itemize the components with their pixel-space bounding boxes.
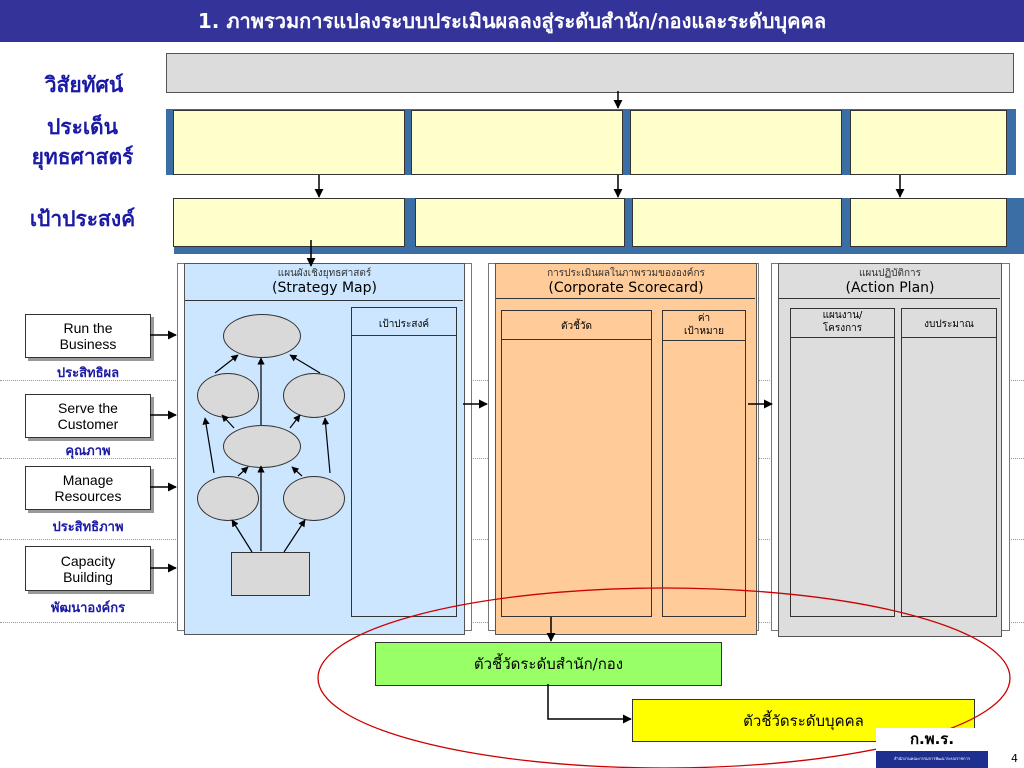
objective-oval	[197, 476, 259, 521]
opdc-logo-subtext: สำนักงานคณะกรรมการพัฒนาระบบราชการ	[893, 756, 970, 761]
perspective-box-serve-customer: Serve the Customer	[25, 394, 151, 438]
scorecard-target-column-header: ค่า เป้าหมาย	[663, 311, 745, 341]
scorecard-target-column: ค่า เป้าหมาย	[662, 310, 746, 617]
perspective-box-run-business: Run the Business	[25, 314, 151, 358]
action-plan-eng-title: (Action Plan)	[845, 280, 935, 296]
action-plan-project-column: แผนงาน/ โครงการ	[790, 308, 895, 617]
perspective-thai-development: พัฒนาองค์กร	[50, 601, 126, 616]
scorecard-thai-title: การประเมินผลในภาพรวมขององค์กร	[547, 268, 705, 279]
strategy-map-thai-title: แผนผังเชิงยุทธศาสตร์	[277, 268, 372, 279]
perspective-box-capacity-building: Capacity Building	[25, 546, 151, 591]
foundation-box	[231, 552, 310, 596]
scorecard-header: การประเมินผลในภาพรวมขององค์กร (Corporate…	[496, 267, 756, 297]
objective-oval	[283, 373, 345, 418]
action-plan-header: แผนปฏิบัติการ (Action Plan)	[779, 267, 1001, 297]
strategic-issue-box-2	[411, 110, 623, 175]
opdc-logo-text: ก.พ.ร.	[876, 728, 988, 750]
scorecard-kpi-column: ตัวชี้วัด	[501, 310, 652, 617]
action-plan-project-column-header: แผนงาน/ โครงการ	[791, 309, 894, 338]
action-plan-header-line	[779, 298, 1000, 299]
page-title: 1. ภาพรวมการแปลงระบบประเมินผลลงสู่ระดับส…	[0, 0, 1024, 42]
strategy-map-links	[202, 354, 331, 553]
action-plan-budget-column: งบประมาณ	[901, 308, 997, 617]
objective-box-2	[415, 198, 625, 247]
action-plan-thai-title: แผนปฏิบัติการ	[858, 268, 922, 279]
opdc-logo-bar	[876, 751, 988, 768]
objective-label: เป้าประสงค์	[29, 207, 136, 231]
strategy-map-header: แผนผังเชิงยุทธศาสตร์ (Strategy Map)	[185, 267, 464, 297]
objective-oval	[283, 476, 345, 521]
flow-arrows	[150, 91, 905, 724]
page-number: 4	[1011, 752, 1018, 765]
strategy-objective-column-header: เป้าประสงค์	[352, 308, 456, 336]
strategy-objective-column: เป้าประสงค์	[351, 307, 457, 617]
strategy-map-header-line	[185, 300, 463, 301]
arrow-office-to-individual-kpi	[547, 684, 632, 724]
scorecard-header-line	[496, 298, 755, 299]
perspective-thai-efficiency: ประสิทธิภาพ	[52, 520, 124, 535]
vision-box	[166, 53, 1014, 93]
scorecard-eng-title: (Corporate Scorecard)	[548, 280, 704, 296]
individual-kpi-box: ตัวชี้วัดระดับบุคคล	[632, 699, 975, 742]
perspective-box-manage-resources: Manage Resources	[25, 466, 151, 510]
action-plan-budget-column-header: งบประมาณ	[902, 309, 996, 338]
strategic-issue-box-1	[173, 110, 405, 175]
office-kpi-box: ตัวชี้วัดระดับสำนัก/กอง	[375, 642, 722, 686]
kpi-cascade-ellipse	[317, 587, 1011, 768]
strategic-issue-label: ประเด็น ยุทธศาสตร์	[31, 115, 134, 169]
objective-box-1	[173, 198, 405, 247]
strategic-issue-box-4	[850, 110, 1007, 175]
strategic-issue-box-3	[630, 110, 842, 175]
objective-box-4	[850, 198, 1007, 247]
scorecard-kpi-column-header: ตัวชี้วัด	[502, 311, 651, 340]
objective-oval	[223, 425, 301, 468]
objective-box-3	[632, 198, 842, 247]
vision-label: วิสัยทัศน์	[44, 73, 124, 97]
objective-oval	[197, 373, 259, 418]
perspective-thai-quality: คุณภาพ	[65, 444, 111, 459]
strategy-map-eng-title: (Strategy Map)	[272, 280, 377, 296]
perspective-thai-effectiveness: ประสิทธิผล	[56, 366, 120, 381]
